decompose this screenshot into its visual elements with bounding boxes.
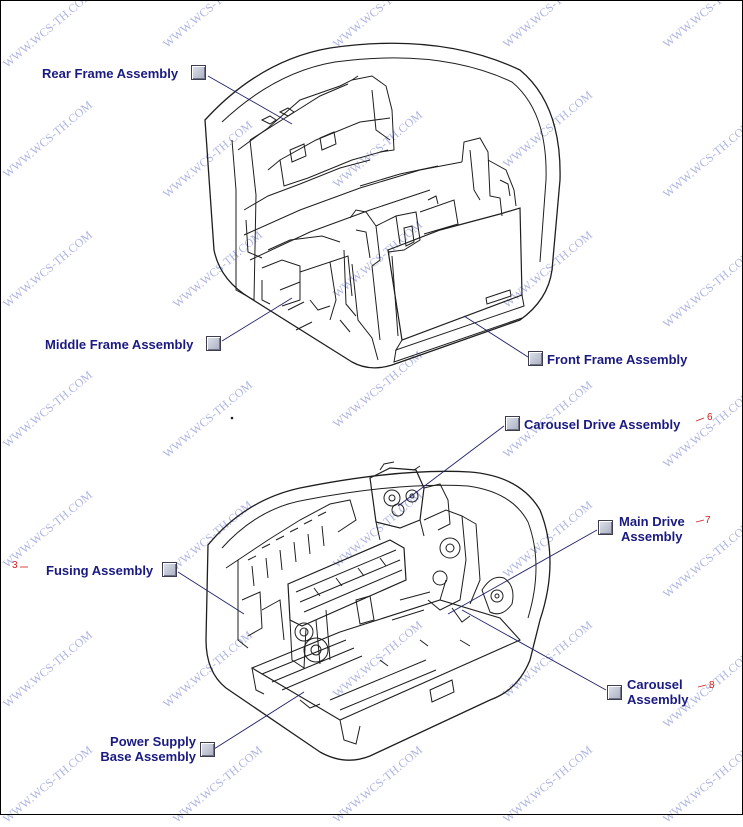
main-drive-assembly-button[interactable] [598,520,613,535]
rear-frame-assembly-label[interactable]: Rear Frame Assembly [42,66,179,81]
carousel-label-line1: Carousel [627,677,683,692]
carousel-assembly-label[interactable]: Carousel Assembly [627,677,688,707]
power-supply-label-line1: Power Supply [110,734,196,749]
ref-number-carousel-drive: 6 [707,412,713,423]
printer-top-drawing [204,42,561,369]
fusing-assembly-button[interactable] [162,562,177,577]
carousel-drive-assembly-button[interactable] [505,416,520,431]
front-frame-assembly-label[interactable]: Front Frame Assembly [547,352,688,367]
ref-ticks [20,417,707,688]
main-drive-label-line1: Main Drive [619,514,685,529]
main-drive-assembly-label[interactable]: Main Drive Assembly [619,514,685,544]
middle-frame-assembly-label[interactable]: Middle Frame Assembly [45,337,194,352]
ref-number-carousel: 8 [709,680,715,691]
power-supply-base-assembly-label[interactable]: Power Supply Base Assembly [86,734,196,764]
leader-lines [177,75,607,750]
carousel-assembly-button[interactable] [607,685,622,700]
rear-frame-assembly-button[interactable] [191,65,206,80]
power-supply-base-assembly-button[interactable] [200,742,215,757]
carousel-drive-assembly-label[interactable]: Carousel Drive Assembly [524,417,681,432]
main-drive-label-line2: Assembly [621,529,683,544]
middle-frame-assembly-button[interactable] [206,336,221,351]
fusing-assembly-label[interactable]: Fusing Assembly [46,563,154,578]
front-frame-assembly-button[interactable] [528,351,543,366]
stray-dot [230,416,234,420]
ref-number-fusing: 3 [12,560,18,571]
power-supply-label-line2: Base Assembly [100,749,196,764]
ref-number-main-drive: 7 [705,515,711,526]
carousel-label-line2: Assembly [627,692,689,707]
printer-bottom-drawing [205,461,551,761]
